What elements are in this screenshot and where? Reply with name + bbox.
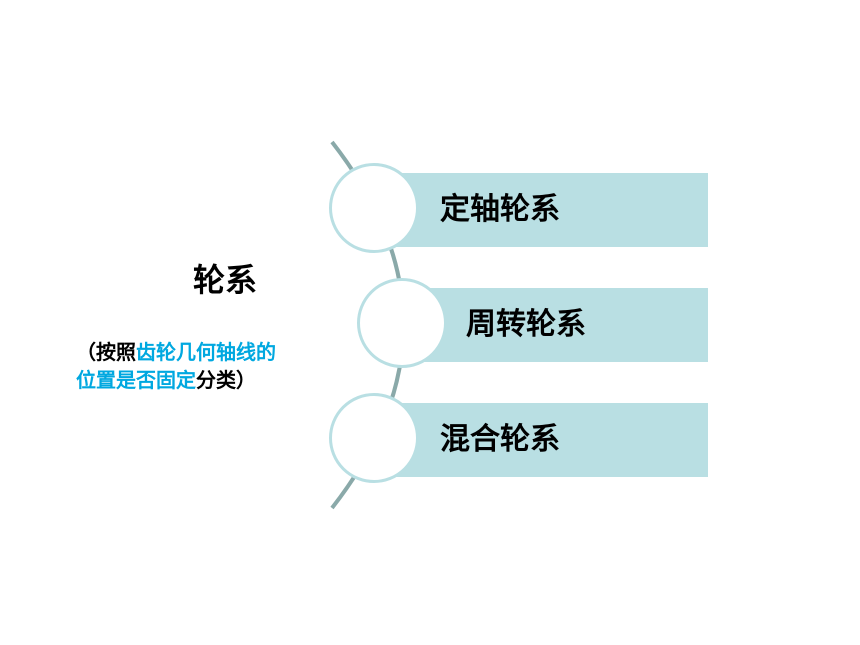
list-item-label: 混合轮系 — [440, 422, 560, 457]
list-item-bullet-circle — [329, 163, 419, 253]
page-title: 轮系 — [192, 261, 257, 299]
list-item-bullet-circle — [329, 393, 419, 483]
list-item-bullet-circle — [357, 278, 447, 368]
note-close: 分类） — [196, 368, 256, 392]
note-open: （按照 — [76, 340, 136, 364]
list-item-compound: 混合轮系 — [388, 403, 708, 477]
classification-note: （按照齿轮几何轴线的 位置是否固定分类） — [76, 338, 338, 394]
list-item-fixed-axis: 定轴轮系 — [388, 173, 708, 247]
note-highlight-1: 齿轮几何轴线的 — [136, 340, 276, 364]
list-item-label: 定轴轮系 — [440, 192, 560, 227]
list-item-label: 周转轮系 — [466, 307, 586, 342]
note-highlight-2: 位置是否固定 — [76, 368, 196, 392]
list-item-epicyclic: 周转轮系 — [416, 288, 708, 362]
